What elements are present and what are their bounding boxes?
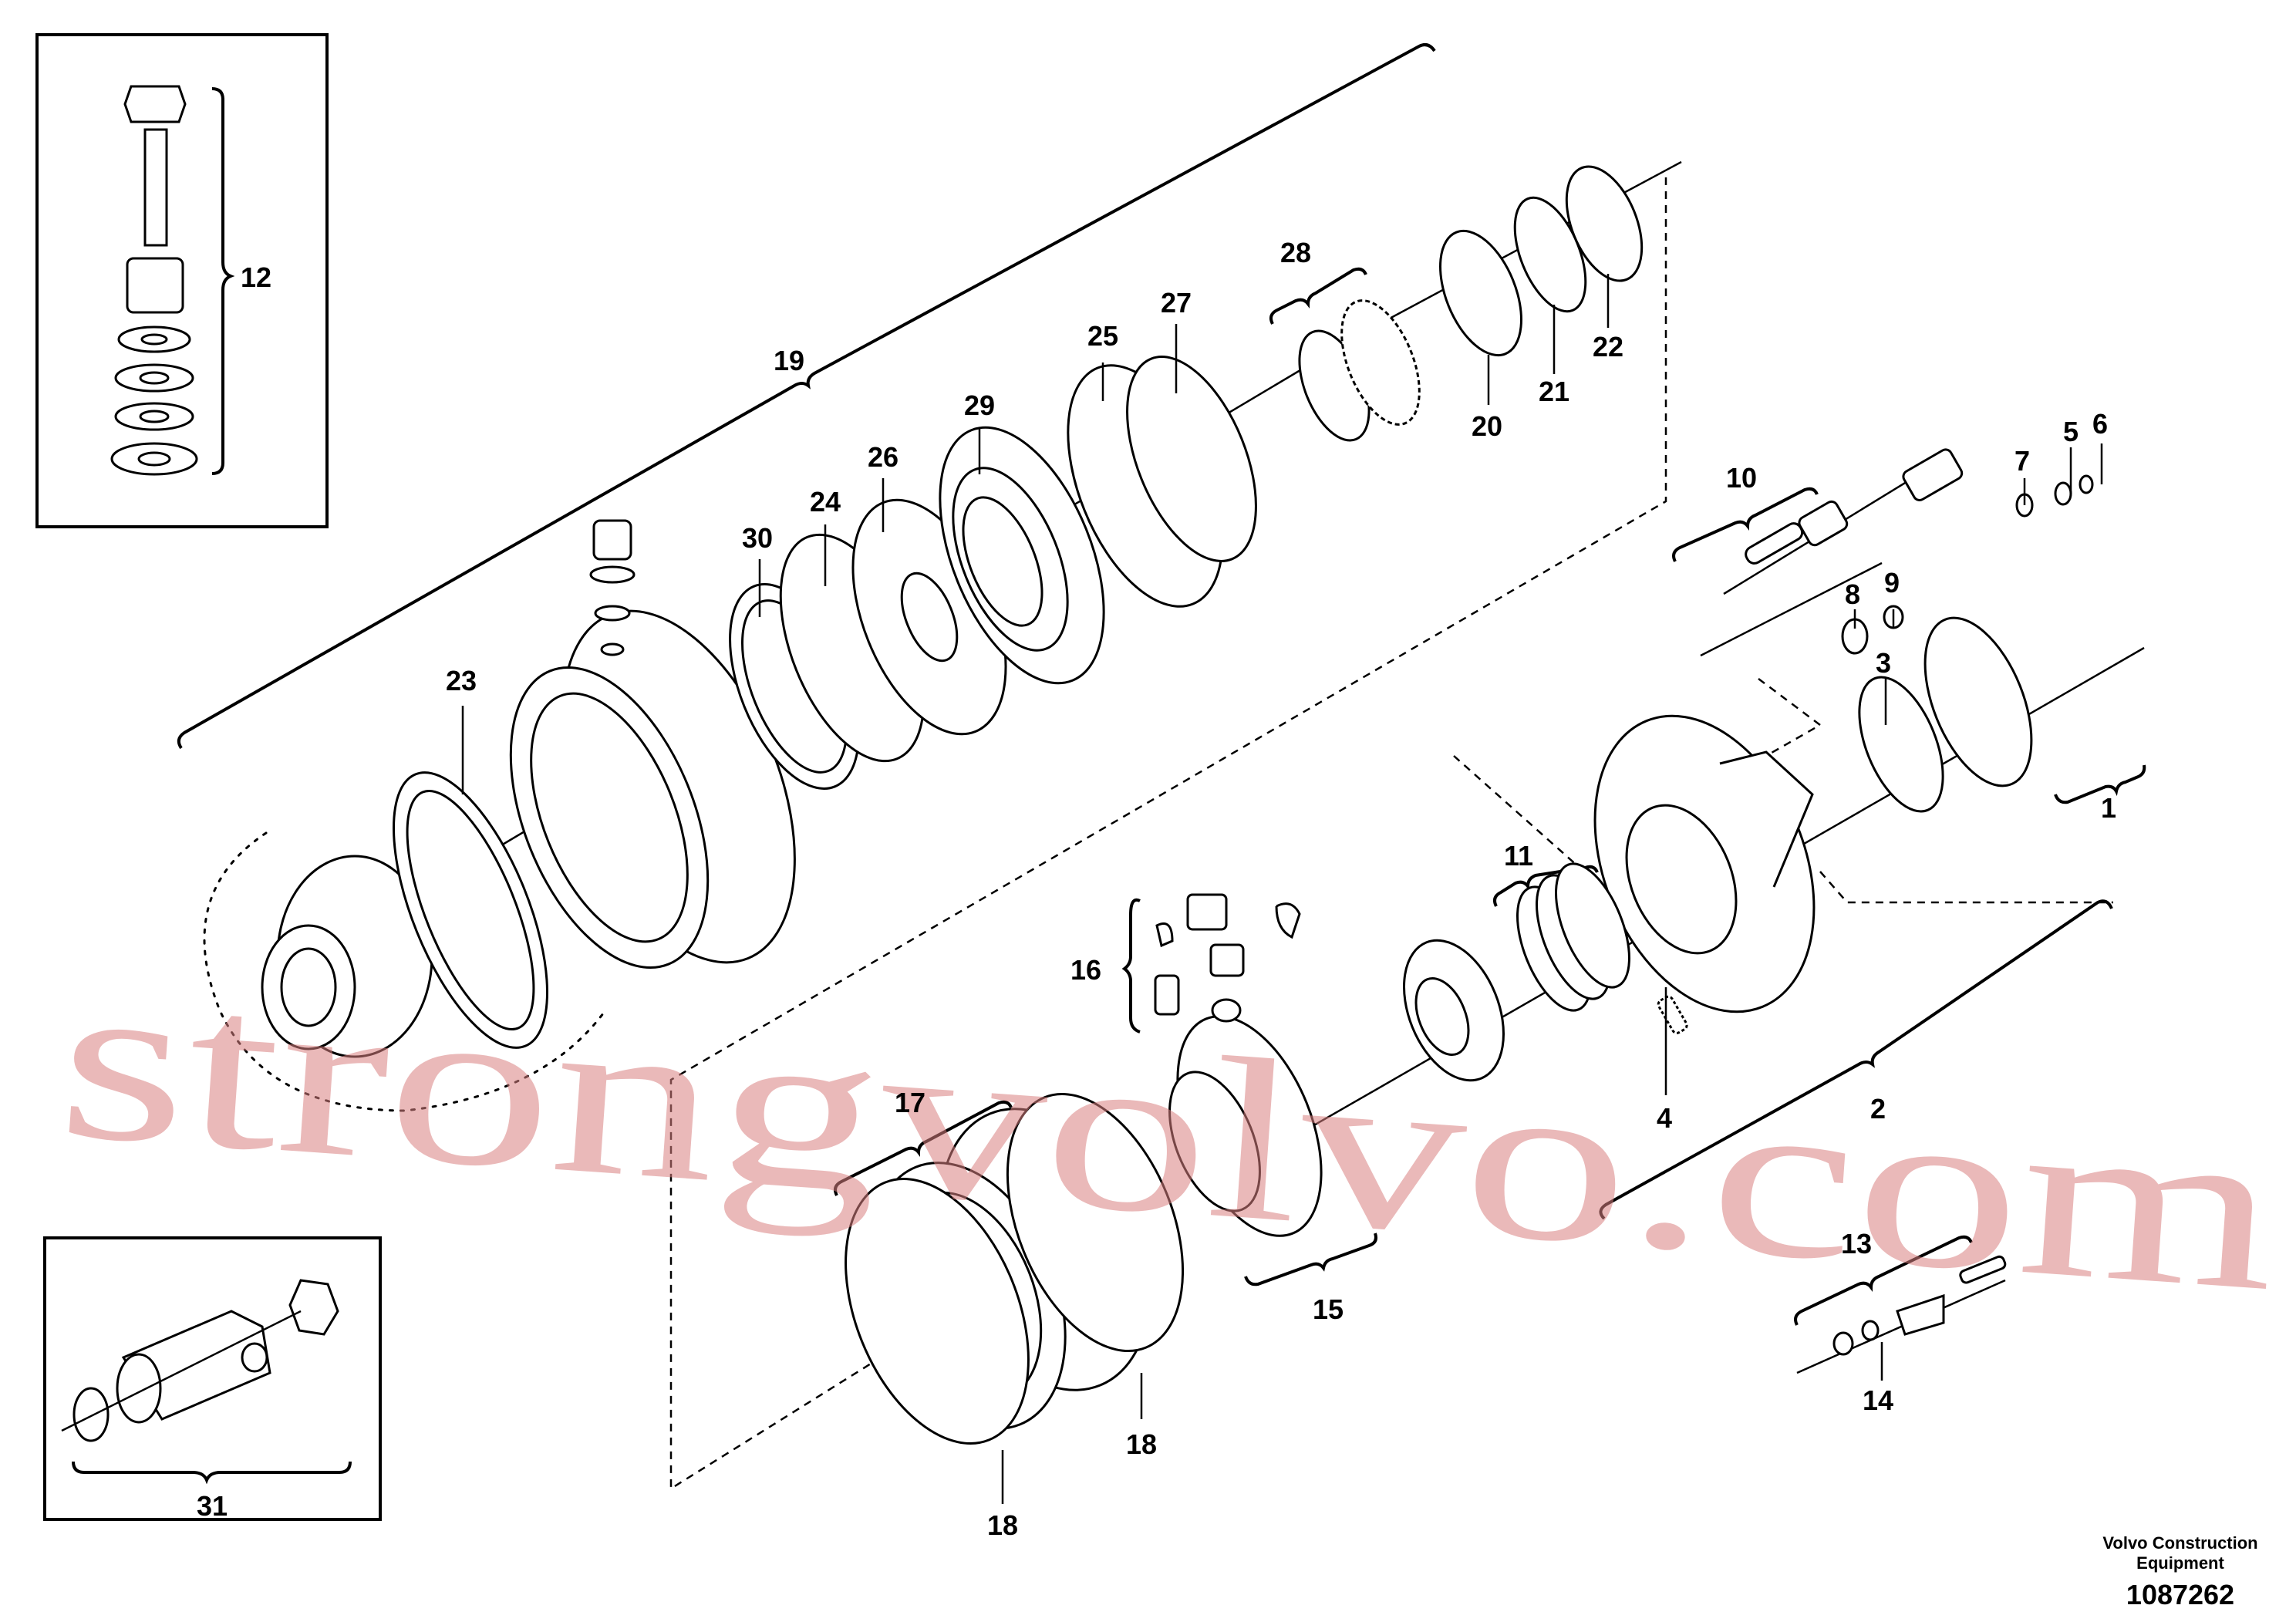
label-21: 21 <box>1539 376 1569 407</box>
label-27: 27 <box>1161 287 1192 319</box>
bracket-group-19 <box>177 43 1436 750</box>
inset-box-12 <box>35 33 329 528</box>
bolt-stack-icon <box>110 85 198 476</box>
part-labels: 1 2 3 4 5 6 7 8 9 10 11 12 13 14 15 16 1… <box>197 237 2116 1541</box>
bracket-group-28 <box>1269 267 1367 325</box>
label-29: 29 <box>964 389 995 421</box>
label-11: 11 <box>1504 840 1533 872</box>
bracket-group-11 <box>1493 865 1599 907</box>
label-14: 14 <box>1863 1384 1893 1416</box>
label-22: 22 <box>1593 331 1623 363</box>
plug-with-orings <box>589 519 636 656</box>
label-4: 4 <box>1657 1102 1672 1134</box>
motor-housing-2 <box>1593 714 1816 1013</box>
oring-3 <box>1858 676 1944 813</box>
label-9: 9 <box>1884 567 1900 599</box>
label-26: 26 <box>868 441 899 473</box>
items-16 <box>1154 893 1301 1023</box>
spring-11 <box>1516 862 1630 1012</box>
bearing-15 <box>1168 1015 1323 1237</box>
label-30: 30 <box>742 522 773 554</box>
cover-plate-1 <box>1923 616 2033 787</box>
label-6: 6 <box>2092 408 2108 440</box>
oring-18-front <box>845 1178 1030 1445</box>
pin-bracket-icon <box>61 1279 339 1442</box>
bolts-13-14 <box>1832 1255 2007 1356</box>
bracket-group-10 <box>1672 487 1819 562</box>
bracket-group-2 <box>1599 899 2113 1220</box>
label-28: 28 <box>1280 237 1311 268</box>
bracket-group-16 <box>1121 898 1141 1034</box>
bracket-group-15 <box>1244 1233 1377 1286</box>
caption-company-line2: Equipment <box>2136 1553 2224 1573</box>
label-16: 16 <box>1070 954 1101 986</box>
bracket-group-1 <box>2054 764 2146 804</box>
housing-drum <box>509 609 796 969</box>
label-5: 5 <box>2063 416 2079 447</box>
label-1: 1 <box>2101 792 2116 824</box>
label-18-back: 18 <box>1126 1428 1157 1460</box>
label-17: 17 <box>895 1087 925 1118</box>
label-24: 24 <box>810 486 841 518</box>
label-3: 3 <box>1876 647 1891 679</box>
label-25: 25 <box>1087 320 1118 352</box>
label-31: 31 <box>197 1490 228 1522</box>
bracket-group-13 <box>1794 1235 1973 1326</box>
drawing-number: 1087262 <box>2126 1579 2234 1610</box>
label-2: 2 <box>1870 1093 1886 1125</box>
label-15: 15 <box>1313 1293 1344 1325</box>
caption-company-line1: Volvo Construction <box>2102 1533 2257 1553</box>
label-20: 20 <box>1472 410 1502 442</box>
label-23: 23 <box>446 665 477 696</box>
piston-assembly <box>1403 939 1505 1082</box>
ring-seal-23 <box>392 771 549 1049</box>
label-12: 12 <box>241 261 271 293</box>
valve-parts-7-10 <box>1745 448 2094 655</box>
bracket-group-17 <box>834 1100 1013 1196</box>
label-10: 10 <box>1726 462 1757 494</box>
label-8: 8 <box>1845 578 1860 610</box>
leader-lines <box>461 274 2103 1504</box>
spring-4 <box>1657 995 1688 1034</box>
label-18-front: 18 <box>987 1509 1018 1541</box>
inset-box-31 <box>43 1236 382 1521</box>
rings-28 <box>1298 299 1421 442</box>
label-19: 19 <box>774 345 804 376</box>
drawing-caption: Volvo Construction Equipment 1087262 <box>2102 1533 2257 1610</box>
ring-27 <box>1126 356 1257 562</box>
bearing-29 <box>939 426 1105 685</box>
rings-20-22 <box>1439 165 1644 357</box>
oring-18-back <box>1006 1092 1185 1353</box>
label-13: 13 <box>1841 1228 1872 1259</box>
label-7: 7 <box>2014 445 2030 477</box>
